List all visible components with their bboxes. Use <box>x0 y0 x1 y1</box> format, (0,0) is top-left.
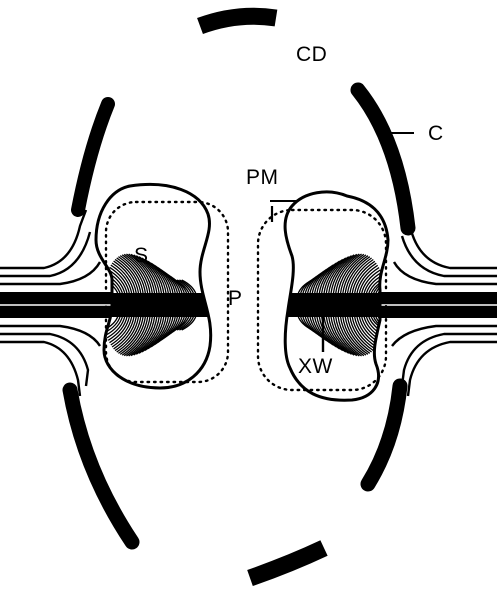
label-s: S <box>134 245 149 266</box>
cell-wall-top <box>200 16 276 26</box>
label-cd: CD <box>296 44 327 65</box>
cell-wall-left-upper <box>78 104 108 210</box>
label-p: P <box>228 288 243 309</box>
cell-wall-left-lower <box>70 390 132 542</box>
cell-wall-right-lower <box>368 386 400 484</box>
label-c: C <box>428 123 444 144</box>
cell-wall-bottom <box>250 548 324 578</box>
left-lobe <box>96 184 211 388</box>
label-xw: XW <box>298 356 333 377</box>
label-pm: PM <box>246 167 279 188</box>
